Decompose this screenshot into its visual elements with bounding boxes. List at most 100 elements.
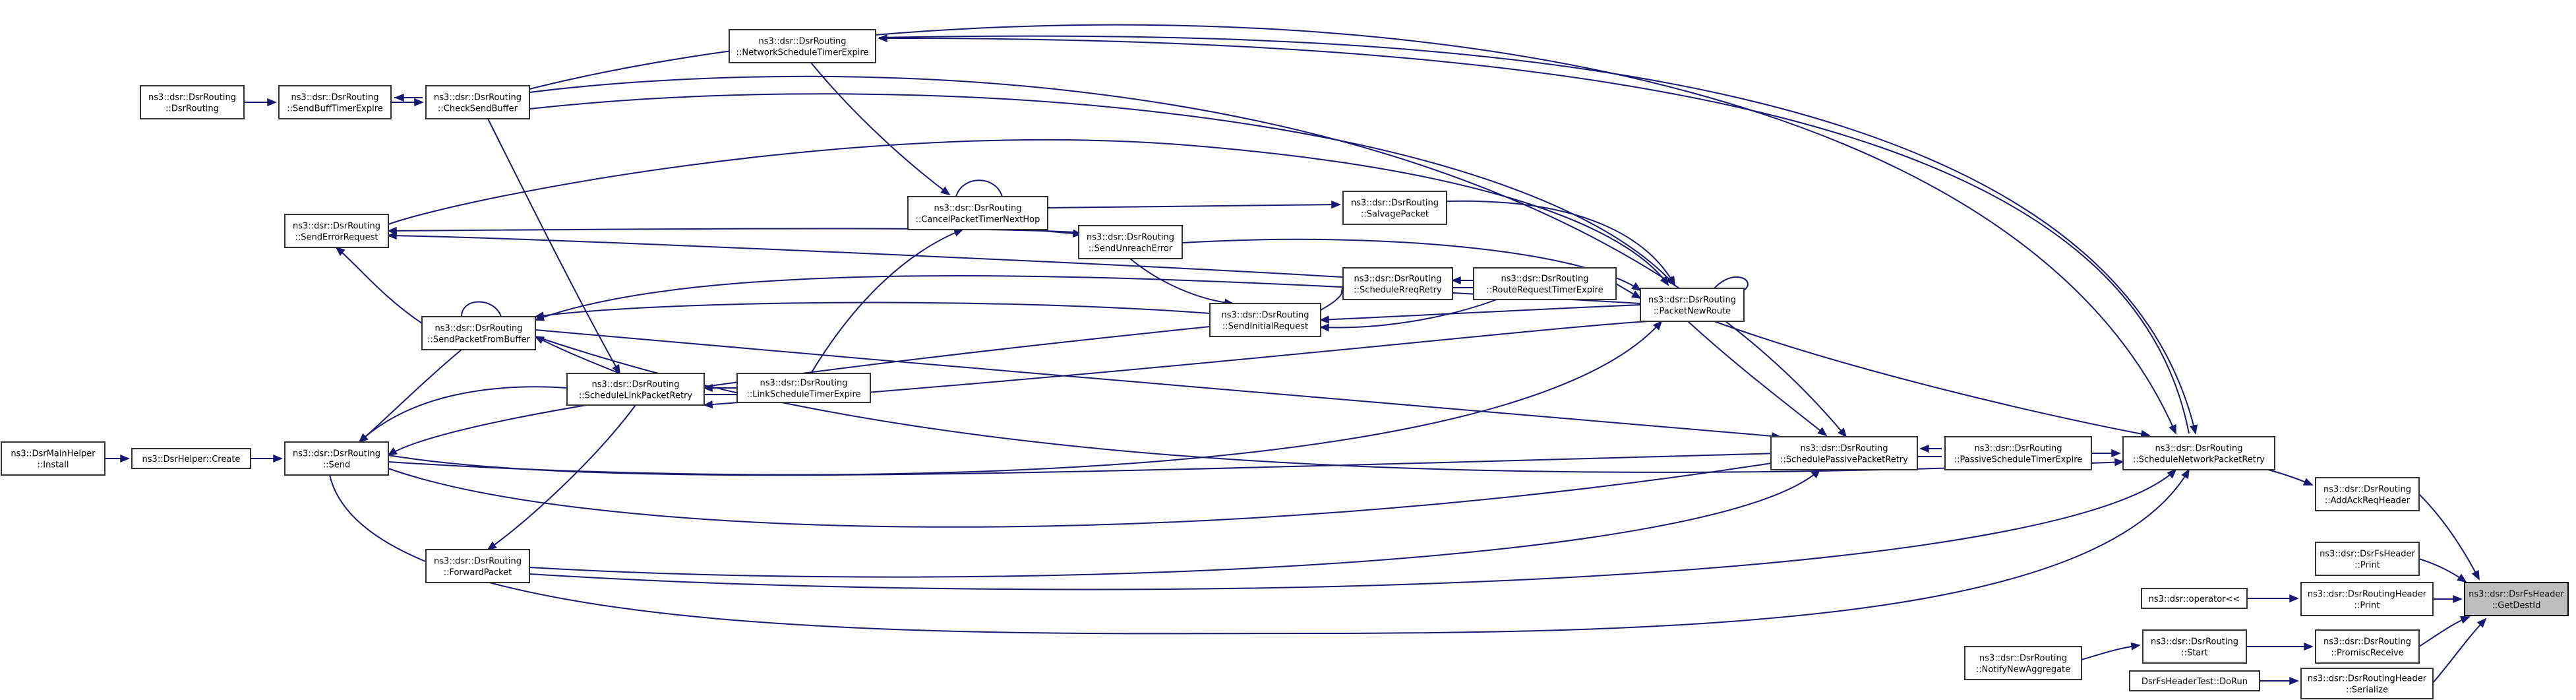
call-edge-line [329,469,2190,635]
node-sendbufftimer[interactable]: ns3::dsr::DsrRouting::SendBuffTimerExpir… [278,85,392,119]
call-edge [335,246,423,324]
node-label-line: ns3::dsr::DsrRouting [592,380,680,390]
node-serialize[interactable]: ns3::dsr::DsrRoutingHeader::Serialize [2300,668,2434,699]
node-checksend[interactable]: ns3::dsr::DsrRouting::CheckSendBuffer [425,85,530,119]
arrowhead-icon [2114,458,2124,466]
node-label-line: ::SendInitialRequest [1222,322,1308,332]
node-sendinitial[interactable]: ns3::dsr::DsrRouting::SendInitialRequest [1209,303,1321,337]
node-notify[interactable]: ns3::dsr::DsrRouting::NotifyNewAggregate [1964,646,2082,680]
call-edge-line [529,75,1847,437]
node-label-line: DsrFsHeaderTest::DoRun [2142,677,2248,687]
call-edge [2418,616,2471,647]
arrowhead-icon [703,383,713,393]
call-edge-line [1047,204,1340,208]
node-fsprint[interactable]: ns3::dsr::DsrFsHeader::Print [2315,542,2420,576]
node-label-line: ::GetDestId [2492,601,2541,611]
node-label-line: ns3::dsr::DsrRouting [148,93,236,103]
node-label-line: ::SendPacketFromBuffer [427,335,530,345]
node-forward[interactable]: ns3::dsr::DsrRouting::ForwardPacket [425,549,530,583]
arrowhead-icon [1653,320,1663,331]
arrowhead-icon [1631,290,1642,299]
call-edge [529,75,1847,438]
node-schednet[interactable]: ns3::dsr::DsrRouting::ScheduleNetworkPac… [2122,436,2275,470]
node-packetnew[interactable]: ns3::dsr::DsrRouting::PacketNewRoute [1640,288,1745,322]
call-edge [534,302,1211,320]
call-edge [955,179,1003,197]
node-rhprint[interactable]: ns3::dsr::DsrRoutingHeader::Print [2300,582,2434,616]
node-label-line: ns3::dsr::DsrRouting [2323,485,2411,495]
call-edge-line [1320,304,1641,321]
node-label-line: ns3::dsr::DsrRoutingHeader [2308,590,2427,600]
call-edge-line [2081,645,2140,660]
arrowhead-icon [2190,424,2198,435]
node-dsrrouting[interactable]: ns3::dsr::DsrRouting::DsrRouting [140,85,245,119]
node-label-line: ::Send [323,461,351,470]
node-schedlink[interactable]: ns3::dsr::DsrRouting::ScheduleLinkPacket… [566,373,705,406]
node-label-line: ::NotifyNewAggregate [1976,665,2070,675]
call-edge [2091,449,2121,458]
node-label-line: ::NetworkScheduleTimerExpire [736,48,869,58]
node-start[interactable]: ns3::dsr::DsrRouting::Start [2142,629,2247,664]
arrowhead-icon [2169,424,2176,435]
arrowhead-icon [2167,468,2177,479]
arrowhead-icon [2453,594,2463,604]
node-dorun[interactable]: DsrFsHeaderTest::DoRun [2129,670,2260,691]
node-netsched[interactable]: ns3::dsr::DsrRouting::NetworkScheduleTim… [729,29,876,63]
node-schedrreq[interactable]: ns3::dsr::DsrRouting::ScheduleRreqRetry [1342,267,1453,300]
node-senderrreq[interactable]: ns3::dsr::DsrRouting::SendErrorRequest [284,214,389,248]
call-edge-line [2418,616,2470,647]
node-passivetimer[interactable]: ns3::dsr::DsrRouting::PassiveScheduleTim… [1944,436,2092,470]
node-box [907,196,1048,230]
call-edge [391,98,424,107]
node-label-line: ns3::dsr::DsrRouting [1351,199,1439,208]
node-box [1944,436,2092,470]
arrowhead-icon [394,93,404,102]
node-label-line: ns3::dsr::DsrRouting [1087,233,1174,243]
arrowhead-icon [1811,468,1821,479]
node-schedpassive[interactable]: ns3::dsr::DsrRouting::SchedulePassivePac… [1770,436,1918,470]
node-label-line: ns3::dsr::DsrRouting [760,379,848,389]
node-rreqtimer[interactable]: ns3::dsr::DsrRouting::RouteRequestTimerE… [1473,267,1617,300]
call-edge-line [704,321,1649,406]
node-sendunreach[interactable]: ns3::dsr::DsrRouting::SendUnreachError [1078,225,1183,259]
node-sendpacketbuf[interactable]: ns3::dsr::DsrRouting::SendPacketFromBuff… [421,316,536,350]
node-box [566,373,705,406]
call-edge [878,34,2190,434]
call-edge [2433,594,2463,604]
node-box [2464,582,2569,616]
node-label-line: ns3::dsr::DsrRouting [1801,444,1888,454]
arrowhead-icon [387,232,397,240]
node-label-line: ns3::dsr::DsrRouting [434,93,522,103]
call-edge-line [359,386,568,443]
call-edge-line [1028,229,1082,235]
node-label-line: ::SalvagePacket [1361,210,1429,220]
node-promisc[interactable]: ns3::dsr::DsrRouting::PromiscReceive [2315,629,2420,664]
node-label-line: ::Serialize [2346,685,2388,695]
node-install[interactable]: ns3::DsrMainHelper::Install [1,441,105,476]
node-label-line: ::SendBuffTimerExpire [287,104,383,114]
node-label-line: ns3::dsr::DsrRouting [759,37,847,47]
node-cancel[interactable]: ns3::dsr::DsrRouting::CancelPacketTimerN… [907,196,1048,230]
node-send[interactable]: ns3::dsr::DsrRouting::Send [284,441,389,476]
call-edge [2247,594,2299,603]
node-label-line: ns3::dsr::DsrRouting [2155,444,2243,454]
node-box [278,85,392,119]
node-label-line: ::ForwardPacket [444,568,512,578]
node-linktimer[interactable]: ns3::dsr::DsrRouting::LinkScheduleTimerE… [736,373,871,403]
arrowhead-icon [953,229,964,237]
call-edge [388,320,1663,476]
arrowhead-icon [273,454,283,463]
node-getdestid[interactable]: ns3::dsr::DsrFsHeader::GetDestId [2464,582,2569,616]
node-label-line: ::PromiscReceive [2331,649,2403,658]
node-salvage[interactable]: ns3::dsr::DsrRouting::SalvagePacket [1342,191,1447,225]
node-label-line: ::SendErrorRequest [295,233,378,243]
call-edge [387,226,1076,236]
node-label-line: ns3::dsr::DsrRouting [1222,311,1309,321]
node-helpercreate[interactable]: ns3::DsrHelper::Create [131,448,251,469]
call-edge-line [1320,283,1344,311]
call-edge [534,336,620,374]
call-edge [358,349,462,443]
node-addackreq[interactable]: ns3::dsr::DsrRouting::AddAckReqHeader [2315,477,2420,511]
node-operator[interactable]: ns3::dsr::operator<< [2141,588,2248,609]
node-label-line: ns3::dsr::operator<< [2149,594,2240,604]
